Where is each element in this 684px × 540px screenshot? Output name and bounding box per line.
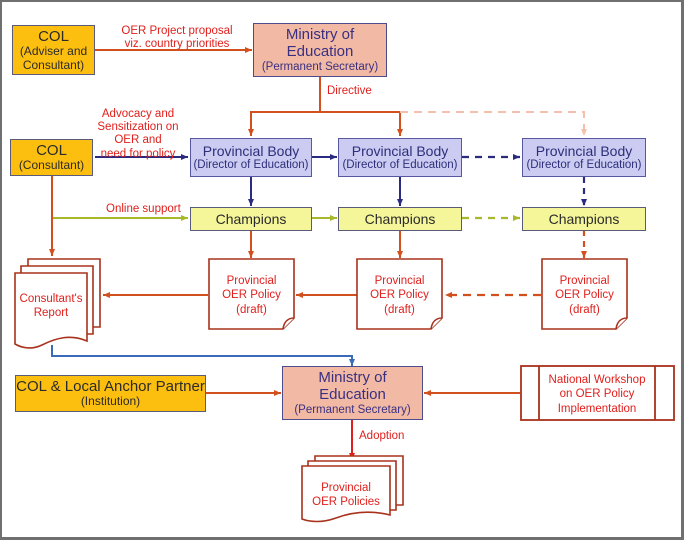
label-advocacy-line-3: OER and (114, 134, 162, 147)
national-workshop-line-3: Implementation (557, 402, 637, 415)
edge-report-to-moe (51, 345, 355, 366)
policy-draft-2-line-3: (draft) (384, 303, 415, 316)
provincial-body-2-title: Provincial Body (351, 142, 449, 159)
consultants-report-line-2: Report (33, 307, 69, 320)
moe-top-title-2: Education (286, 43, 354, 61)
policy-draft-3-line-2: OER Policy (555, 289, 614, 302)
national-workshop-box (520, 365, 675, 421)
label-proposal-line-1: OER Project proposal (121, 25, 233, 37)
moe-bottom-title-2: Education (319, 386, 386, 404)
champions-1: Champions (190, 207, 312, 231)
provincial-policies-label: Provincial OER Policies (302, 481, 390, 510)
champions-1-title: Champions (215, 210, 287, 227)
provincial-body-1-title: Provincial Body (202, 142, 300, 159)
label-adoption: Adoption (359, 430, 405, 442)
provincial-policies-document (301, 455, 404, 523)
consultants-report-label: Consultant's Report (15, 292, 87, 321)
provincial-body-1: Provincial Body (Director of Education) (190, 138, 312, 177)
policy-draft-3-line-1: Provincial (559, 275, 610, 287)
col-adviser-title: COL (38, 27, 69, 45)
provincial-body-3: Provincial Body (Director of Education) (522, 138, 646, 177)
ministry-of-education-top: Ministry of Education (Permanent Secreta… (253, 23, 387, 77)
edge-directive-to-prov3 (400, 111, 587, 136)
label-online-support: Online support (106, 203, 181, 215)
label-directive: Directive (327, 85, 372, 97)
provincial-body-2-subtitle: (Director of Education) (342, 158, 458, 171)
moe-top-subtitle: (Permanent Secretary) (261, 60, 379, 73)
label-advocacy-line-1: Advocacy and (101, 108, 175, 120)
policy-draft-document-2 (356, 258, 443, 330)
champions-2-title: Champions (364, 210, 436, 227)
label-advocacy: Advocacy and Sensitization on OER and ne… (92, 108, 184, 161)
champions-2: Champions (338, 207, 462, 231)
policy-draft-3-label: Provincial OER Policy (draft) (542, 274, 627, 317)
consultants-report-document (14, 258, 101, 349)
label-proposal-line-2: viz. country priorities (124, 38, 230, 51)
col-adviser-subtitle-2: Consultant) (22, 57, 85, 72)
provincial-policies-line-1: Provincial (321, 482, 371, 494)
champions-3-title: Champions (548, 210, 620, 227)
policy-draft-1-line-1: Provincial (226, 275, 277, 287)
col-consultant-title: COL (36, 141, 67, 159)
policy-draft-1-line-3: (draft) (236, 303, 267, 316)
col-adviser-subtitle-1: (Adviser and (19, 43, 88, 58)
champions-3: Champions (522, 207, 646, 231)
col-anchor-partner-box: COL & Local Anchor Partner (Institution) (15, 375, 206, 412)
col-adviser-box: COL (Adviser and Consultant) (12, 25, 95, 75)
national-workshop-line-1: National Workshop (548, 374, 646, 386)
policy-draft-2-line-2: OER Policy (370, 289, 429, 302)
col-consultant-box: COL (Consultant) (10, 139, 93, 176)
policy-draft-1-label: Provincial OER Policy (draft) (209, 274, 294, 317)
policy-draft-document-3 (541, 258, 628, 330)
national-workshop-label: National Workshop on OER Policy Implemen… (539, 373, 655, 416)
ministry-of-education-bottom: Ministry of Education (Permanent Secreta… (282, 366, 423, 420)
policy-draft-3-line-3: (draft) (569, 303, 600, 316)
label-advocacy-line-2: Sensitization on (97, 121, 179, 134)
moe-bottom-subtitle: (Permanent Secretary) (294, 403, 411, 416)
policy-draft-2-label: Provincial OER Policy (draft) (357, 274, 442, 317)
national-workshop-line-2: on OER Policy (559, 388, 635, 401)
col-anchor-subtitle: (Institution) (80, 394, 141, 409)
provincial-body-3-title: Provincial Body (535, 142, 633, 159)
provincial-policies-line-2: OER Policies (312, 496, 380, 509)
consultants-report-line-1: Consultant's (19, 293, 83, 305)
policy-draft-1-line-2: OER Policy (222, 289, 281, 302)
label-proposal: OER Project proposal viz. country priori… (112, 25, 242, 51)
moe-top-title-1: Ministry of (285, 26, 355, 44)
col-anchor-title: COL & Local Anchor Partner (16, 377, 205, 395)
moe-bottom-title-1: Ministry of (318, 369, 387, 387)
policy-draft-document-1 (208, 258, 295, 330)
policy-draft-2-line-1: Provincial (374, 275, 425, 287)
provincial-body-2: Provincial Body (Director of Education) (338, 138, 462, 177)
label-advocacy-line-4: need for policy (100, 147, 176, 160)
provincial-body-3-subtitle: (Director of Education) (526, 158, 642, 171)
provincial-body-1-subtitle: (Director of Education) (193, 158, 309, 171)
col-consultant-subtitle: (Consultant) (18, 158, 85, 173)
